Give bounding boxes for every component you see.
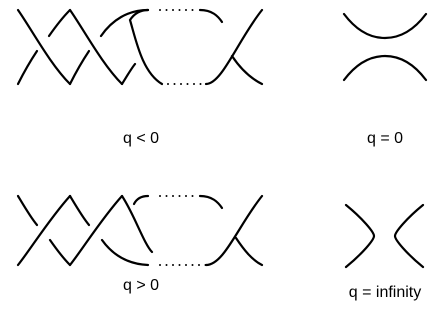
strand-final-under (234, 236, 264, 267)
strand-final-over (204, 194, 264, 267)
strand-under-2b (99, 8, 150, 38)
strand-under-2a (68, 49, 91, 86)
strand-under-2b (100, 238, 150, 267)
panel-q-infinity: q = infinity (344, 203, 425, 301)
caption-q-negative: q < 0 (123, 130, 159, 147)
vertical-smoothing (344, 203, 425, 269)
strand-under-2a (68, 194, 91, 227)
strand-under-1a (16, 194, 39, 227)
twist-chain-negative (16, 8, 264, 86)
strand-over-1 (16, 194, 72, 267)
strand-under-3a (120, 62, 137, 86)
strand-under-1a (16, 49, 39, 86)
strand-final-top-in (198, 8, 224, 24)
strand-over-2 (68, 8, 124, 86)
caption-q-infinity: q = infinity (349, 284, 421, 301)
panel-q-negative: q < 0 (16, 8, 264, 147)
strand-over-3 (120, 194, 154, 254)
arc-left (344, 203, 376, 269)
strand-top-out (132, 194, 150, 206)
twist-chain-positive (16, 194, 264, 267)
strand-final-top-in (198, 194, 224, 210)
strand-over-3 (128, 8, 164, 86)
caption-q-positive: q > 0 (123, 277, 159, 294)
panel-q-zero: q = 0 (342, 12, 428, 147)
strand-under-1b (48, 238, 72, 267)
horizontal-smoothing (342, 12, 428, 82)
strand-over-2 (68, 194, 124, 267)
strand-final-under (230, 54, 264, 86)
panel-q-positive: q > 0 (16, 194, 264, 294)
caption-q-zero: q = 0 (367, 130, 403, 147)
arc-top (342, 12, 428, 40)
arc-bottom (342, 54, 428, 82)
strand-final-over (204, 8, 264, 86)
strand-under-1b (47, 8, 72, 38)
arc-right (393, 203, 425, 269)
strand-over-1 (16, 8, 72, 86)
